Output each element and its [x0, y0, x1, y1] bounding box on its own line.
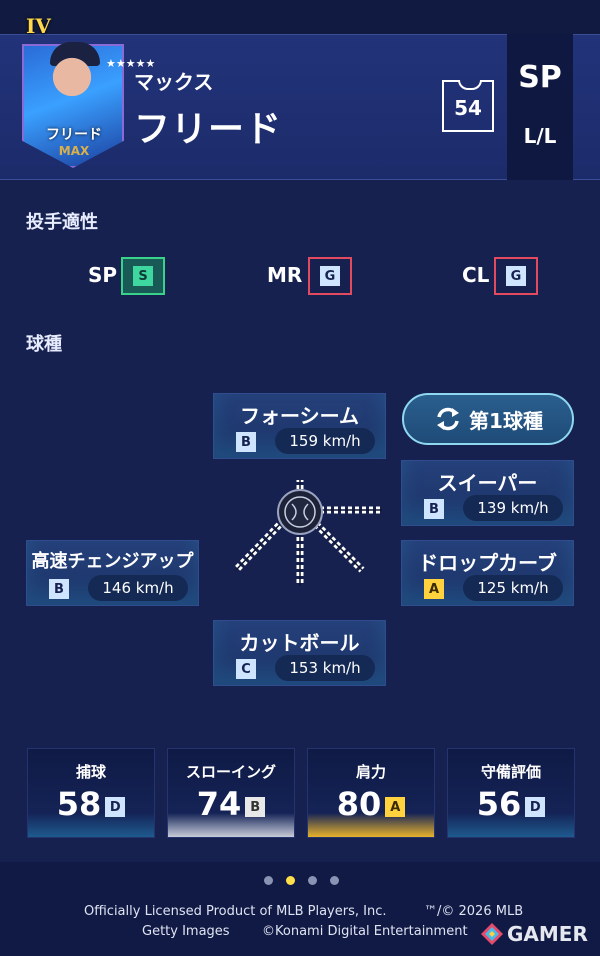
- card-max-badge: MAX: [58, 144, 90, 158]
- stat-arm-strength: 肩力 80 A: [307, 748, 435, 838]
- pitch-fast-changeup[interactable]: 高速チェンジアップ B 146 km/h: [26, 540, 199, 606]
- pitch-speed: 125 km/h: [463, 575, 563, 601]
- aptitude-grade-mr: G: [308, 257, 352, 295]
- pitch-grade: C: [236, 659, 256, 679]
- stat-value: 80: [336, 785, 382, 823]
- stat-defense-rating: 守備評価 56 D: [447, 748, 575, 838]
- uniform-number-badge: 54: [442, 80, 494, 132]
- player-position: SP: [518, 60, 562, 95]
- stat-value: 56: [476, 785, 522, 823]
- license-text: Officially Licensed Product of MLB Playe…: [84, 904, 387, 919]
- pitch-drop-curve[interactable]: ドロップカーブ A 125 km/h: [401, 540, 574, 606]
- pitches-title: 球種: [26, 334, 62, 355]
- pitch-speed: 139 km/h: [463, 495, 563, 521]
- pitch-speed: 159 km/h: [275, 428, 375, 454]
- card-stars: ★★★★★: [106, 58, 155, 69]
- refresh-icon: [437, 407, 460, 431]
- page-dot-2[interactable]: [286, 876, 295, 885]
- player-first-name: マックス: [134, 70, 214, 94]
- stat-grade: B: [245, 797, 266, 817]
- aptitude-label-mr: MR: [267, 263, 303, 287]
- page-dot-3[interactable]: [308, 876, 317, 885]
- gamer-watermark: GAMER: [480, 922, 588, 946]
- konami-credit: ©Konami Digital Entertainment: [262, 924, 468, 939]
- position-panel: [507, 34, 573, 180]
- pitch-direction-diagram: [233, 480, 382, 586]
- stat-value: 74: [196, 785, 242, 823]
- stat-throwing: スローイング 74 B: [167, 748, 295, 838]
- top-bar: [0, 0, 600, 34]
- aptitude-title: 投手適性: [26, 212, 98, 233]
- player-photo: [46, 44, 98, 104]
- aptitude-label-cl: CL: [462, 263, 490, 287]
- pitch-sweeper[interactable]: スイーパー B 139 km/h: [401, 460, 574, 526]
- card-name: フリード: [46, 127, 102, 143]
- pitch-speed: 146 km/h: [88, 575, 188, 601]
- first-pitch-button[interactable]: 第1球種: [402, 393, 574, 445]
- stat-grade: A: [385, 797, 406, 817]
- aptitude-grade-sp: S: [121, 257, 165, 295]
- uniform-number: 54: [454, 96, 482, 120]
- first-pitch-label: 第1球種: [469, 408, 543, 433]
- pitch-four-seam[interactable]: フォーシーム B 159 km/h: [213, 393, 386, 459]
- player-last-name: フリード: [134, 109, 283, 150]
- copyright-mlb: ™/© 2026 MLB: [424, 904, 524, 919]
- page-dot-1[interactable]: [264, 876, 273, 885]
- pitch-speed: 153 km/h: [275, 655, 375, 681]
- pitch-grade: A: [424, 579, 444, 599]
- page-indicator[interactable]: [264, 876, 339, 885]
- pitch-grade: B: [424, 499, 444, 519]
- pitch-cutter[interactable]: カットボール C 153 km/h: [213, 620, 386, 686]
- card-rank: IV: [26, 14, 51, 38]
- aptitude-grade-cl: G: [494, 257, 538, 295]
- page-dot-4[interactable]: [330, 876, 339, 885]
- aptitude-label-sp: SP: [88, 263, 118, 287]
- stat-catching: 捕球 58 D: [27, 748, 155, 838]
- footer: [0, 862, 600, 956]
- player-handedness: L/L: [523, 124, 557, 148]
- pitch-grade: B: [49, 579, 69, 599]
- getty-credit: Getty Images: [142, 924, 230, 939]
- stat-grade: D: [525, 797, 546, 817]
- gamer-logo-icon: [481, 923, 503, 945]
- stat-value: 58: [56, 785, 102, 823]
- stat-grade: D: [105, 797, 126, 817]
- pitch-grade: B: [236, 432, 256, 452]
